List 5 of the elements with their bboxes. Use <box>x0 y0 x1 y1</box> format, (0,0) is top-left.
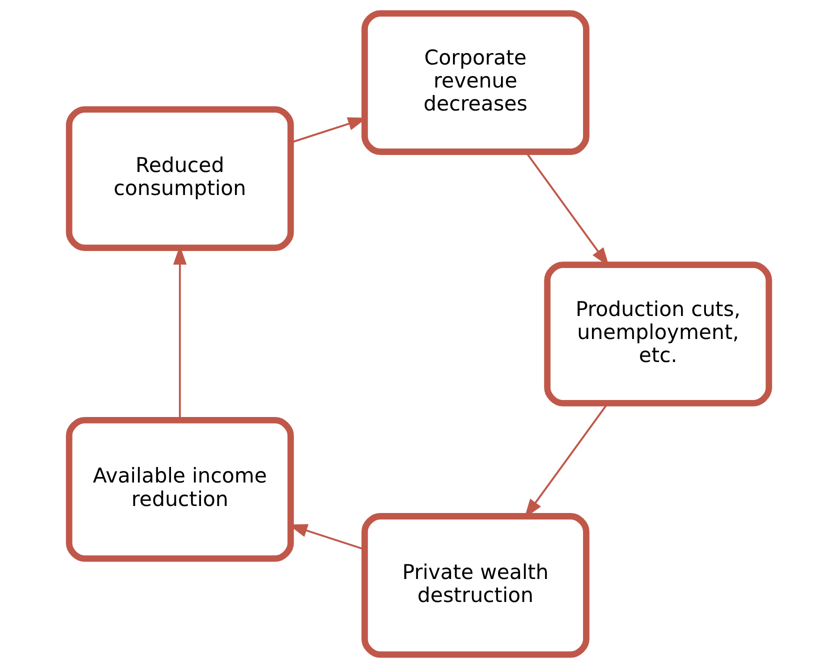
node-box: Reduced consumption <box>65 106 294 251</box>
node-box: Available income reduction <box>65 417 294 562</box>
node-box: Private wealth destruction <box>360 513 589 658</box>
node-box: Corporate revenue decreases <box>360 10 589 155</box>
node-box: Production cuts, unemployment, etc. <box>544 262 772 406</box>
